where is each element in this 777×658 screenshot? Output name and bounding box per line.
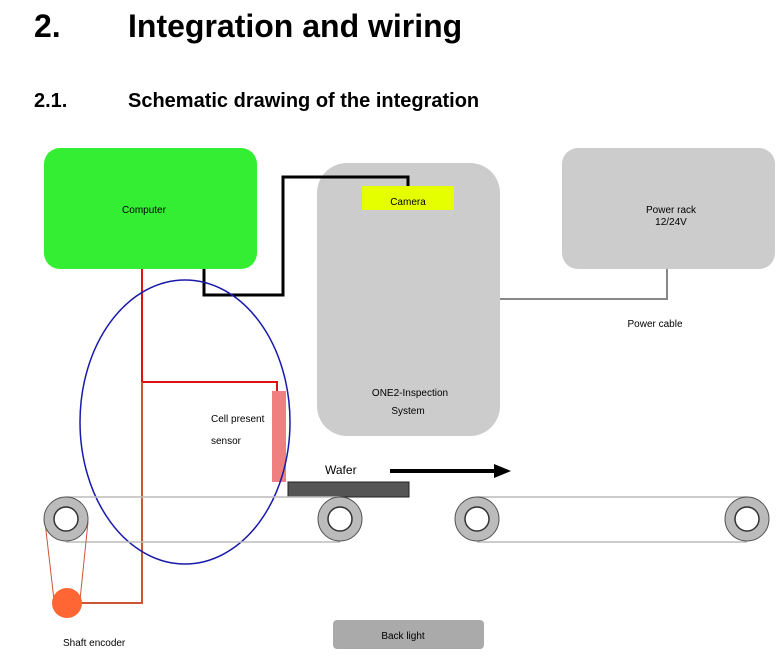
cell-present-sensor bbox=[272, 391, 286, 482]
subsection-heading: 2.1. Schematic drawing of the integratio… bbox=[34, 90, 734, 116]
camera-cable-line bbox=[202, 175, 410, 297]
section-number: 2. bbox=[34, 8, 61, 44]
inspection-system-label-line2: System bbox=[391, 406, 424, 417]
shaft-encoder bbox=[52, 588, 82, 618]
inspection-system-label-line1: ONE2-Inspection bbox=[372, 388, 448, 399]
shaft-encoder-label: Shaft encoder bbox=[63, 638, 126, 649]
wafer bbox=[287, 481, 410, 498]
camera-box bbox=[362, 186, 454, 210]
power-cable-label: Power cable bbox=[627, 319, 682, 330]
back-light-label: Back light bbox=[381, 631, 425, 642]
cell-sensor-label-line1: Cell present bbox=[211, 414, 265, 425]
inspection-system-box bbox=[317, 163, 500, 436]
cell-sensor-label-line2: sensor bbox=[211, 436, 242, 447]
encoder-belt-right bbox=[79, 521, 89, 601]
computer-label: Computer bbox=[122, 205, 167, 216]
subsection-title: Schematic drawing of the integration bbox=[128, 90, 480, 112]
section-heading: 2. Integration and wiring bbox=[34, 8, 734, 48]
computer-box bbox=[44, 148, 257, 269]
wafer-label: Wafer bbox=[325, 463, 357, 477]
subsection-number: 2.1. bbox=[34, 90, 68, 112]
roller-3 bbox=[454, 496, 500, 542]
sensor-wire-line bbox=[141, 269, 278, 392]
section-title: Integration and wiring bbox=[128, 8, 463, 44]
power-cable-line bbox=[500, 269, 668, 300]
roller-2 bbox=[317, 496, 363, 542]
encoder-belt-left bbox=[44, 521, 55, 601]
power-rack-label-line2: 12/24V bbox=[655, 217, 687, 228]
roller-1 bbox=[43, 496, 89, 542]
power-rack-label-line1: Power rack bbox=[646, 205, 697, 216]
direction-arrowhead-icon bbox=[494, 464, 511, 478]
roller-4 bbox=[724, 496, 770, 542]
highlight-ellipse bbox=[79, 279, 291, 565]
camera-label: Camera bbox=[390, 197, 426, 208]
back-light-box bbox=[333, 620, 484, 649]
encoder-wire-line bbox=[68, 382, 143, 604]
power-rack-box bbox=[562, 148, 775, 269]
